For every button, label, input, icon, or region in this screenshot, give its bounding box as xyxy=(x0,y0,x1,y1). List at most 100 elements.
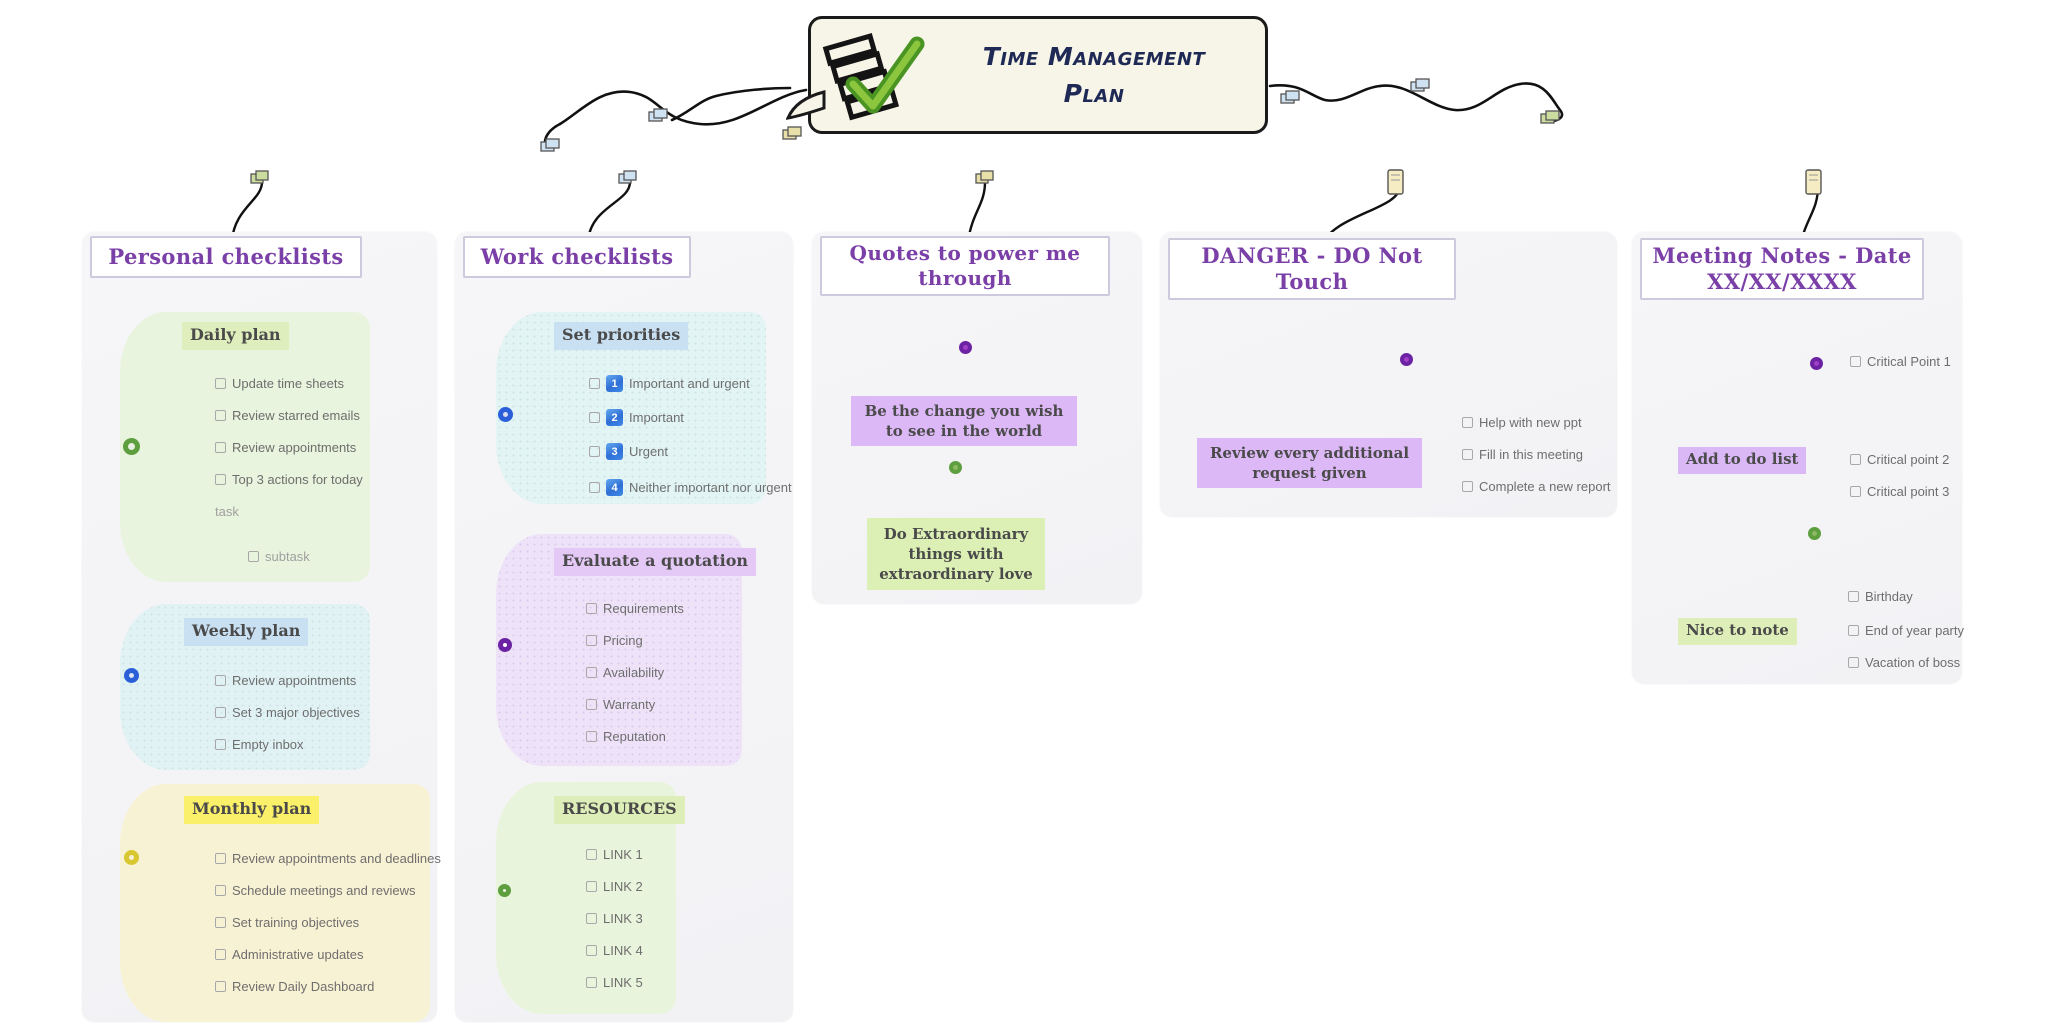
node-dot-daily-plan[interactable] xyxy=(123,438,140,455)
list-item[interactable]: LINK 5 xyxy=(586,975,643,990)
list-item[interactable]: Review appointments xyxy=(215,673,356,688)
node-dot-weekly-plan[interactable] xyxy=(124,668,139,683)
checkbox-icon[interactable] xyxy=(586,731,597,742)
node-dot-danger-group[interactable] xyxy=(1400,353,1413,366)
node-dot-resources[interactable] xyxy=(498,884,511,897)
list-item-subtask[interactable]: subtask xyxy=(248,549,310,564)
checkbox-icon[interactable] xyxy=(586,849,597,860)
checkbox-icon[interactable] xyxy=(589,378,600,389)
checkbox-icon[interactable] xyxy=(1848,591,1859,602)
checkbox-icon[interactable] xyxy=(215,949,226,960)
checkbox-icon[interactable] xyxy=(586,913,597,924)
list-item[interactable]: Warranty xyxy=(586,697,655,712)
checkbox-icon[interactable] xyxy=(1462,449,1473,460)
list-item[interactable]: Update time sheets xyxy=(215,376,344,391)
list-item[interactable]: 1 Important and urgent xyxy=(589,375,750,392)
checkbox-icon[interactable] xyxy=(586,881,597,892)
node-dot-set-priorities[interactable] xyxy=(498,407,513,422)
checkbox-icon[interactable] xyxy=(586,603,597,614)
checkbox-icon[interactable] xyxy=(215,410,226,421)
group-heading-daily-plan[interactable]: Daily plan xyxy=(182,322,289,350)
checkbox-icon[interactable] xyxy=(586,699,597,710)
list-item[interactable]: 3 Urgent xyxy=(589,443,668,460)
checkbox-icon[interactable] xyxy=(215,675,226,686)
panel-title-work-checklists[interactable]: Work checklists xyxy=(463,236,691,278)
quote-block-1[interactable]: Be the change you wish to see in the wor… xyxy=(851,396,1077,446)
checkbox-icon[interactable] xyxy=(586,635,597,646)
root-node[interactable]: Time Management Plan xyxy=(808,16,1268,134)
checkbox-icon[interactable] xyxy=(1462,481,1473,492)
group-heading-review-requests[interactable]: Review every additional request given xyxy=(1197,438,1422,488)
list-item[interactable]: Fill in this meeting xyxy=(1462,447,1583,462)
panel-title-quotes[interactable]: Quotes to power me through xyxy=(820,236,1110,296)
checkbox-icon[interactable] xyxy=(215,917,226,928)
list-item[interactable]: Review starred emails xyxy=(215,408,360,423)
node-dot-nice-to-note[interactable] xyxy=(1808,527,1821,540)
list-item[interactable]: Vacation of boss xyxy=(1848,655,1960,670)
checkbox-icon[interactable] xyxy=(1850,356,1861,367)
list-item[interactable]: Set 3 major objectives xyxy=(215,705,360,720)
panel-title-personal-checklists[interactable]: Personal checklists xyxy=(90,236,362,278)
checkbox-icon[interactable] xyxy=(1848,657,1859,668)
checkbox-icon[interactable] xyxy=(215,707,226,718)
group-heading-resources[interactable]: RESOURCES xyxy=(554,796,685,824)
list-item[interactable]: Review appointments and deadlines xyxy=(215,851,441,866)
group-heading-weekly-plan[interactable]: Weekly plan xyxy=(184,618,309,646)
quote-block-2[interactable]: Do Extraordinary things with extraordina… xyxy=(867,518,1045,590)
node-dot-evaluate-quotation[interactable] xyxy=(498,638,512,652)
group-heading-nice-to-note[interactable]: Nice to note xyxy=(1678,618,1797,645)
list-item[interactable]: Top 3 actions for today xyxy=(215,472,363,487)
panel-title-danger[interactable]: DANGER - DO Not Touch xyxy=(1168,238,1456,300)
checkbox-icon[interactable] xyxy=(215,474,226,485)
list-item[interactable]: Critical point 2 xyxy=(1850,452,1949,467)
group-heading-evaluate-quotation[interactable]: Evaluate a quotation xyxy=(554,548,757,576)
list-item[interactable]: LINK 3 xyxy=(586,911,643,926)
node-dot-quote-1[interactable] xyxy=(959,341,972,354)
list-item[interactable]: Administrative updates xyxy=(215,947,364,962)
checkbox-icon[interactable] xyxy=(215,739,226,750)
list-item-task[interactable]: task xyxy=(215,504,239,519)
list-item[interactable]: Birthday xyxy=(1848,589,1913,604)
checkbox-icon[interactable] xyxy=(589,446,600,457)
checkbox-icon[interactable] xyxy=(215,442,226,453)
node-dot-quote-2[interactable] xyxy=(949,461,962,474)
group-heading-add-to-do-list[interactable]: Add to do list xyxy=(1678,447,1807,474)
checkbox-icon[interactable] xyxy=(1850,486,1861,497)
list-item[interactable]: Critical point 3 xyxy=(1850,484,1949,499)
list-item[interactable]: Critical Point 1 xyxy=(1850,354,1951,369)
list-item[interactable]: Schedule meetings and reviews xyxy=(215,883,416,898)
checkbox-icon[interactable] xyxy=(215,378,226,389)
list-item[interactable]: End of year party xyxy=(1848,623,1964,638)
node-dot-add-todo[interactable] xyxy=(1810,357,1823,370)
checkbox-icon[interactable] xyxy=(1462,417,1473,428)
list-item[interactable]: Help with new ppt xyxy=(1462,415,1582,430)
checkbox-icon[interactable] xyxy=(215,885,226,896)
list-item[interactable]: Review Daily Dashboard xyxy=(215,979,374,994)
checkbox-icon[interactable] xyxy=(1848,625,1859,636)
list-item[interactable]: Complete a new report xyxy=(1462,479,1611,494)
checkbox-icon[interactable] xyxy=(589,482,600,493)
list-item[interactable]: Reputation xyxy=(586,729,666,744)
list-item[interactable]: LINK 4 xyxy=(586,943,643,958)
checkbox-icon[interactable] xyxy=(586,667,597,678)
list-item[interactable]: 2 Important xyxy=(589,409,684,426)
node-dot-monthly-plan[interactable] xyxy=(124,850,139,865)
list-item[interactable]: Requirements xyxy=(586,601,684,616)
list-item[interactable]: Availability xyxy=(586,665,664,680)
checkbox-icon[interactable] xyxy=(215,853,226,864)
list-item[interactable]: LINK 1 xyxy=(586,847,643,862)
list-item[interactable]: Review appointments xyxy=(215,440,356,455)
list-item[interactable]: Pricing xyxy=(586,633,643,648)
checkbox-icon[interactable] xyxy=(248,551,259,562)
group-heading-monthly-plan[interactable]: Monthly plan xyxy=(184,796,320,824)
group-heading-set-priorities[interactable]: Set priorities xyxy=(554,322,689,350)
list-item[interactable]: 4 Neither important nor urgent xyxy=(589,479,792,496)
panel-title-meeting-notes[interactable]: Meeting Notes - Date XX/XX/XXXX xyxy=(1640,238,1924,300)
checkbox-icon[interactable] xyxy=(215,981,226,992)
list-item[interactable]: Empty inbox xyxy=(215,737,304,752)
checkbox-icon[interactable] xyxy=(1850,454,1861,465)
list-item[interactable]: Set training objectives xyxy=(215,915,359,930)
checkbox-icon[interactable] xyxy=(586,977,597,988)
list-item[interactable]: LINK 2 xyxy=(586,879,643,894)
checkbox-icon[interactable] xyxy=(589,412,600,423)
